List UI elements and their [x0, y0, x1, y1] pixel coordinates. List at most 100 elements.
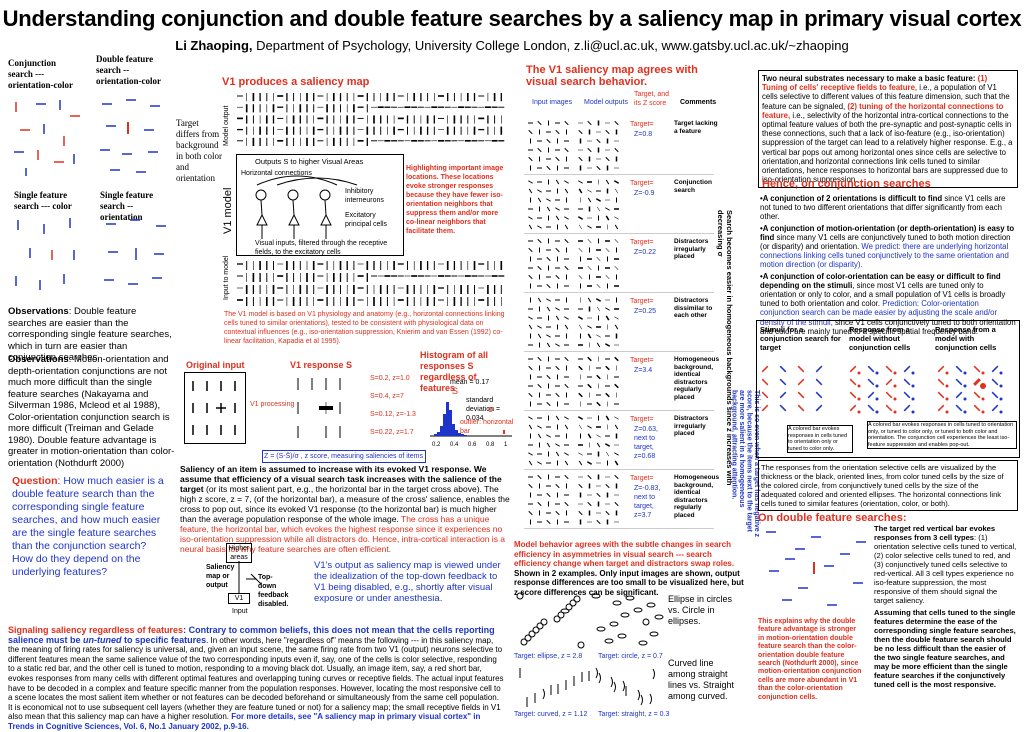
sig-head: Signaling saliency regardless of feature…	[8, 625, 184, 635]
author-line: Li Zhaoping, Department of Psychology, U…	[0, 38, 1024, 53]
bullet-orientations: •A conjunction of 2 orientations is diff…	[760, 194, 1018, 222]
conjunction-model-panel: Stimuli for a conjunction search for tar…	[756, 320, 1020, 458]
sig-head2: : Contrary to common beliefs, this does …	[8, 625, 495, 645]
sig-body: . In other words, here "regardless of" m…	[8, 635, 504, 722]
saliency-map-label: Saliency map or output	[206, 564, 235, 589]
svg-text:0.2: 0.2	[432, 442, 441, 448]
highlighting-head: Highlighting important image locations.	[406, 165, 504, 181]
row-comment: Target lacking a feature	[674, 120, 718, 135]
agrees-heading: The V1 saliency map agrees with visual s…	[526, 64, 698, 88]
conjunction-bullets: •A conjunction of 2 orientations is diff…	[760, 192, 1018, 338]
svg-text:0.6: 0.6	[468, 442, 477, 448]
substrates-red2: (2) tuning of the horizontal connections…	[762, 101, 1004, 120]
v1-caption: The V1 model is based on V1 physiology a…	[224, 311, 505, 345]
observations-2: Observations: Motion-orientation and dep…	[8, 354, 176, 469]
highlighting-note: Highlighting important image locations. …	[406, 164, 510, 236]
svg-text:0.4: 0.4	[450, 442, 459, 448]
excitatory-label: Excitatory principal cells	[345, 212, 388, 228]
substrates-body2: i.e., selectivity of the horizontal intr…	[762, 110, 1013, 185]
double-p2: Assuming that cells tuned to the single …	[874, 608, 1016, 689]
target-circle: Target: circle, z = 0.7	[598, 653, 663, 660]
hence-heading: Hence, on conjunction searches	[762, 178, 931, 190]
row-stimulus	[528, 356, 619, 407]
row-comment: Distractors dissimilar to each other	[674, 297, 713, 319]
histogram-bar	[434, 434, 437, 436]
row-stimulus	[528, 297, 619, 348]
vertical-note-2-text: This is so even when a target has negati…	[730, 390, 761, 538]
single-orient-stimulus	[100, 214, 176, 300]
bullet-color: •A conjunction of color-orientation can …	[760, 272, 1018, 336]
bullet-2-body: since many V1 cells are conjunctively tu…	[760, 232, 1011, 252]
obs1-head: Observations	[8, 306, 69, 317]
hist-std: standard deviation = 0.034	[466, 397, 501, 422]
obs1-body: : Double feature searches are easier tha…	[8, 306, 172, 363]
target-z-head: Target, and its Z score	[634, 91, 670, 107]
histogram-title: Histogram of all responses S regardless …	[420, 350, 489, 393]
topdown-label: Top-down feedback disabled.	[258, 574, 289, 608]
model-outputs-label: Model outputs	[584, 99, 628, 106]
s-value-4: S=0.22, z=1.7	[370, 429, 414, 436]
curved-comment: Curved line among straight lines vs. Str…	[668, 658, 735, 701]
stim-head: Stimuli for a conjunction search for tar…	[760, 325, 841, 352]
row-target-label: Target=	[630, 180, 654, 187]
row-target-label: Target=	[630, 239, 654, 246]
row-comment: Distractors irregularly placed	[674, 238, 709, 260]
poster-title: Understanding conjunction and double fea…	[2, 6, 1022, 31]
ellipse-stimuli	[514, 590, 664, 650]
question-head: Question	[12, 475, 58, 487]
bullet-2-bold: •A conjunction of motion-orientation (or…	[760, 223, 1015, 242]
row-z-score: Z=0.25	[634, 308, 656, 315]
histogram-bar	[458, 433, 461, 436]
single-color-stimulus	[10, 214, 86, 300]
double-p1-head: The target red vertical bar evokes respo…	[874, 524, 996, 542]
double-text: The target red vertical bar evokes respo…	[874, 524, 1018, 689]
legend-without: A colored bar evokes responses in cells …	[787, 425, 853, 453]
label-single-orient: Single feature search -- orientation	[100, 190, 154, 222]
s-value-3: S=0.12, z=-1.3	[370, 411, 416, 418]
double-heading: On double feature searches:	[758, 512, 907, 524]
input-label: Input	[232, 608, 248, 615]
v1-response-image	[290, 372, 366, 444]
row-target-label: Target=	[630, 475, 654, 482]
row-z-score: Z=0.8	[634, 131, 653, 138]
vertical-note-1: Search becomes easier in homogeneous bac…	[716, 210, 734, 490]
original-input-image	[184, 372, 246, 444]
bullet-3-bold: •A conjunction of color-orientation can …	[760, 271, 1001, 290]
highlighting-body: These locations evoke stronger responses…	[406, 174, 503, 235]
histogram-bar	[440, 426, 443, 436]
saliency-head: Saliency of an item is assumed to increa…	[180, 464, 502, 494]
sig-head3: to specific features	[121, 634, 207, 645]
row-comment: Conjunction search	[674, 179, 712, 194]
row-comment: Homogeneous background, identical distra…	[674, 356, 720, 401]
v1-model-label: V1 model	[222, 187, 234, 234]
histogram-bar	[461, 434, 464, 436]
row-target-label: Target=	[630, 416, 654, 423]
target-ellipse: Target: ellipse, z = 2.8	[514, 653, 583, 660]
zscore-formula: Z = (S-S̄)/σ , z score, measuring salien…	[262, 450, 426, 463]
input-to-model-label: Input to model	[223, 255, 230, 300]
svg-text:0.8: 0.8	[486, 442, 495, 448]
vertical-note-2: This is so even when a target has negati…	[730, 390, 761, 540]
conjunction-stimulus	[8, 92, 86, 176]
bullet-3-tail: since V1 cells conjunctively tuned to bo…	[760, 317, 1016, 336]
histogram-bar	[449, 410, 452, 436]
saliency-body: (or its most salient part, e.g., the hor…	[180, 484, 510, 524]
feedback-text: V1's output as saliency map is viewed un…	[314, 560, 501, 604]
hist-s-label: S	[452, 386, 459, 396]
v1-heading: V1 produces a saliency map	[222, 76, 370, 88]
histogram-bar	[464, 435, 467, 436]
hist-sigma-label: σ	[488, 404, 494, 414]
resp1-head: Response from a model without conjunctio…	[849, 325, 911, 352]
row-stimulus	[528, 238, 619, 289]
bullet-3-pred: Prediction: Color-orientation conjunctio…	[760, 299, 998, 327]
bullet-2-pred: We predict: there are underlying horizon…	[760, 242, 1009, 270]
input-images-label: Input images	[532, 99, 573, 106]
model-behavior-text: Model behavior agrees with the subtle ch…	[514, 540, 750, 597]
double-feature-stimuli	[760, 526, 872, 706]
substrates-head: Two neural substrates necessary to make …	[762, 74, 978, 83]
